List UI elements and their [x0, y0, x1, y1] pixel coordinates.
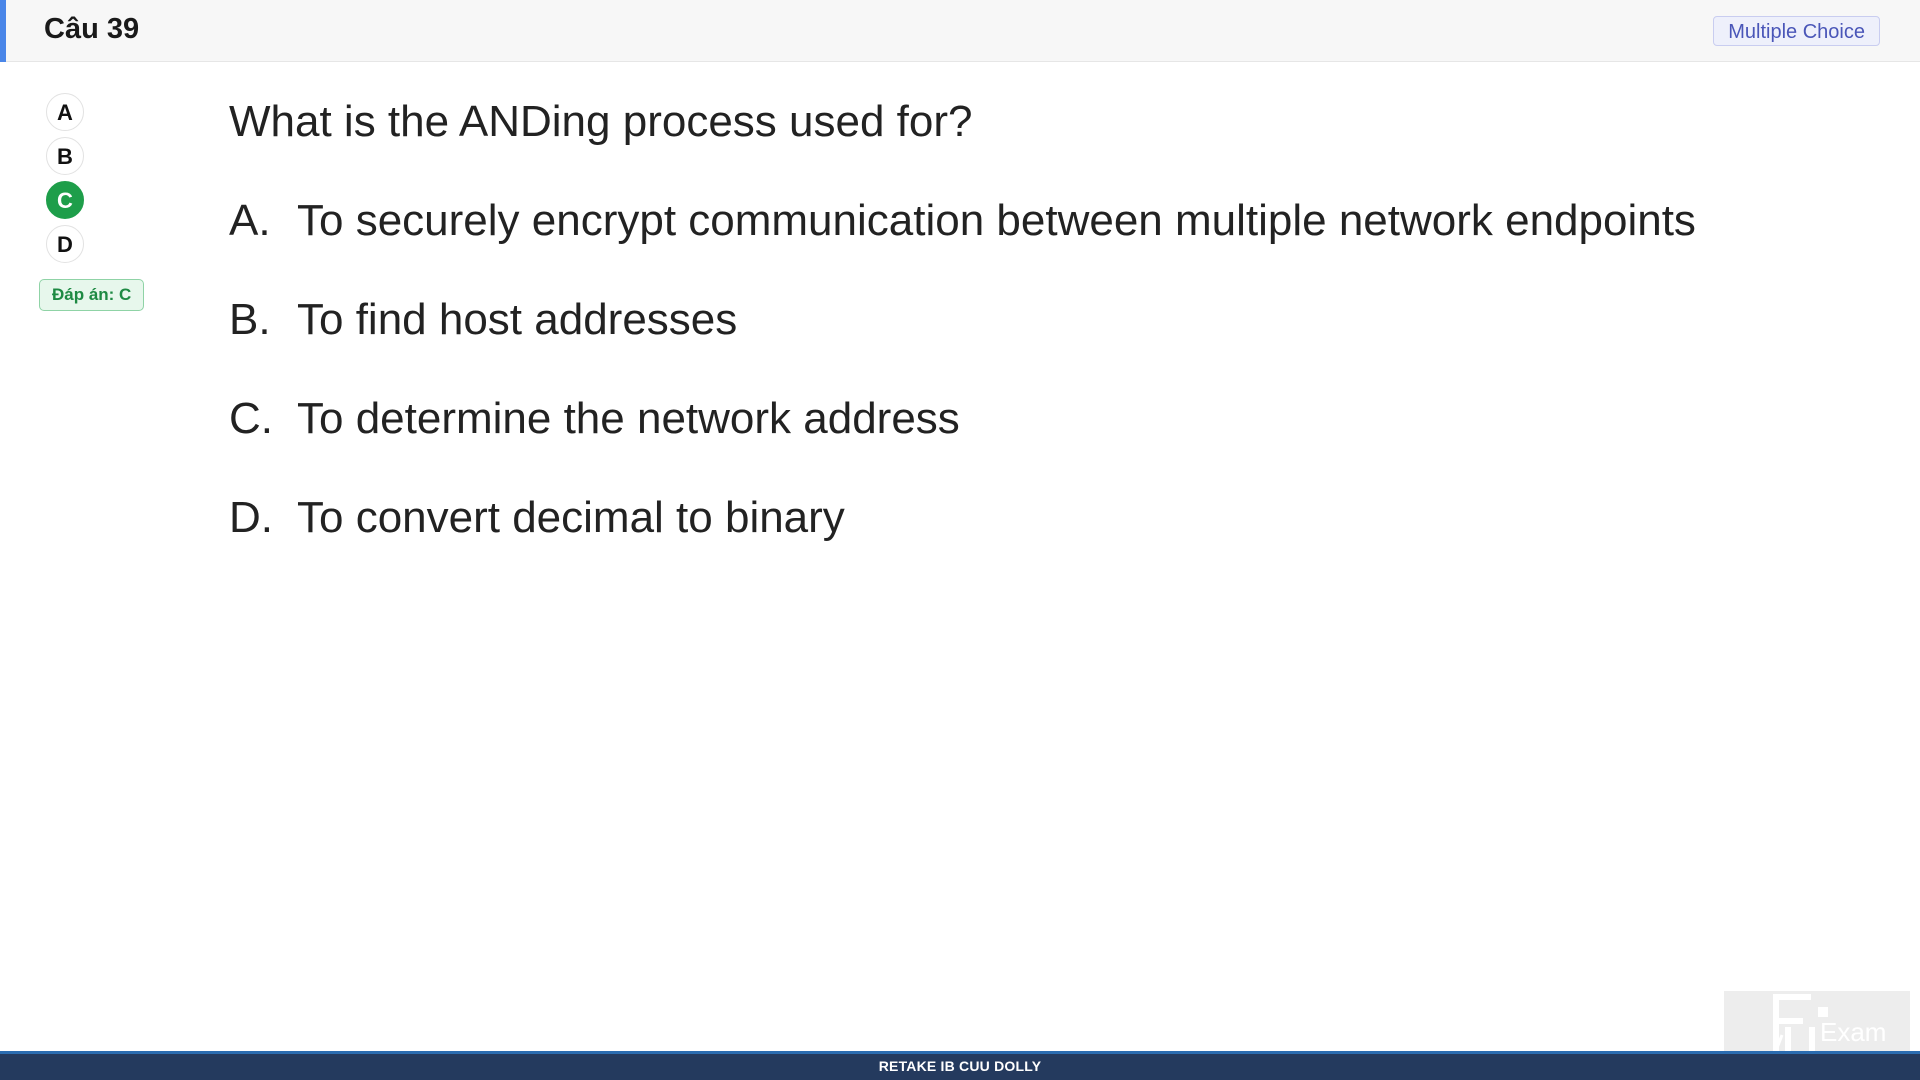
option-c-text: To determine the network address — [297, 394, 960, 443]
choice-button-d[interactable]: D — [46, 225, 84, 263]
option-a-text: To securely encrypt communication betwee… — [297, 196, 1696, 245]
question-number-title: Câu 39 — [44, 13, 140, 45]
choice-button-c[interactable]: C — [46, 181, 84, 219]
choice-button-b[interactable]: B — [46, 137, 84, 175]
option-a-letter: A. — [229, 196, 271, 245]
answer-choice-list: A B C D — [46, 93, 86, 269]
footer-bar: RETAKE IB CUU DOLLY — [0, 1051, 1920, 1080]
footer-text: RETAKE IB CUU DOLLY — [878, 1058, 1042, 1074]
option-d: D. To convert decimal to binary — [229, 488, 1869, 548]
option-c: C. To determine the network address — [229, 389, 1869, 449]
question-text: What is the ANDing process used for? — [229, 97, 973, 146]
choice-button-a[interactable]: A — [46, 93, 84, 131]
option-a: A. To securely encrypt communication betw… — [229, 191, 1869, 251]
correct-answer-badge: Đáp án: C — [39, 279, 145, 311]
option-b-text: To find host addresses — [297, 295, 738, 344]
question-type-badge: Multiple Choice — [1713, 16, 1880, 46]
option-c-letter: C. — [229, 394, 273, 443]
option-d-text: To convert decimal to binary — [297, 493, 845, 542]
option-d-letter: D. — [229, 493, 273, 542]
option-b: B. To find host addresses — [229, 290, 1869, 350]
question-header: Câu 39 Multiple Choice — [0, 0, 1920, 62]
option-b-letter: B. — [229, 295, 271, 344]
question-content: What is the ANDing process used for? A. T… — [229, 92, 1869, 587]
logo-text: Exam — [1820, 1017, 1886, 1047]
header-accent-bar — [0, 0, 6, 62]
